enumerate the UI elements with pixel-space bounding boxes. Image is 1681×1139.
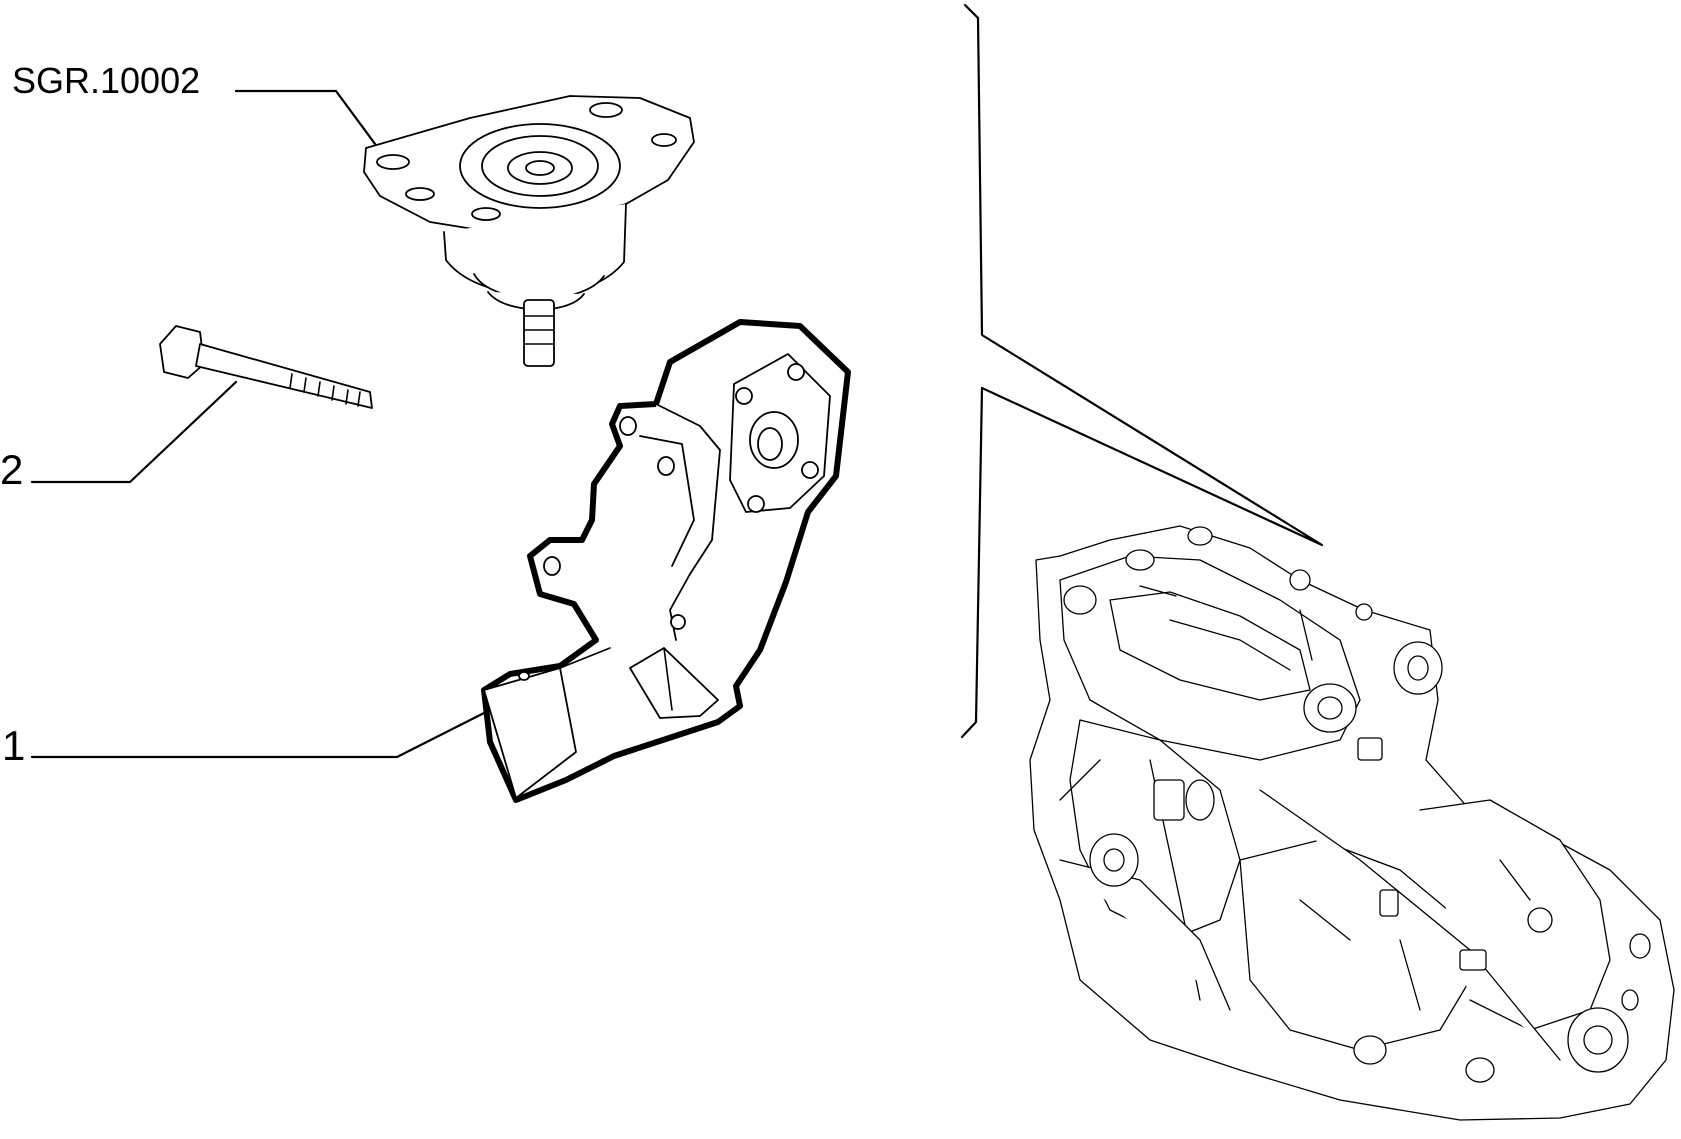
engine-assembly-illustration	[1029, 525, 1675, 1121]
leader-line-reference	[234, 89, 380, 150]
callout-item-2-label: 2	[0, 446, 23, 493]
callout-reference-label: SGR.10002	[12, 60, 200, 101]
group-bracket-line	[960, 3, 1324, 739]
callout-item-1-label: 1	[2, 722, 25, 769]
strut-top-mount-part	[363, 95, 695, 367]
leader-line-item-1	[30, 710, 488, 759]
leader-line-item-2	[30, 380, 238, 484]
engine-mount-bracket-part	[481, 319, 851, 803]
bolt-part	[159, 325, 373, 409]
